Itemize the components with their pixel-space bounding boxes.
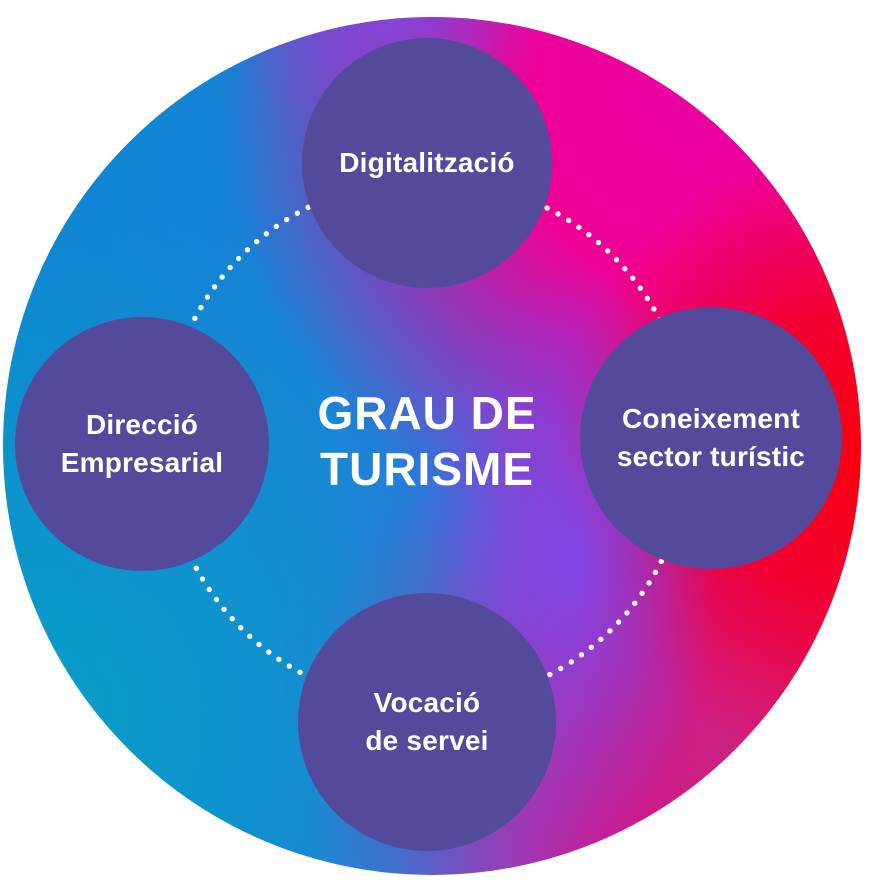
node-coneixement-label-line2: sector turístic: [616, 441, 806, 472]
node-vocacio-label-line1: Vocació: [373, 687, 481, 718]
node-direccio-empresarial: Direcció Empresarial: [15, 317, 269, 571]
node-coneixement-label-line1: Coneixement: [621, 403, 801, 434]
node-direccio-empresarial-label-line1: Direcció: [85, 409, 199, 440]
node-direccio-empresarial-label-line2: Empresarial: [60, 447, 224, 478]
node-vocacio-de-servei: Vocació de servei: [298, 593, 556, 851]
diagram-title-line2: TURISME: [320, 443, 534, 495]
node-digitalitzacio-label: Digitalització: [339, 147, 515, 178]
node-coneixement-sector-turistic: Coneixement sector turístic: [580, 307, 842, 569]
node-digitalitzacio: Digitalització: [302, 38, 552, 288]
diagram-title-line1: GRAU DE: [317, 387, 537, 439]
node-vocacio-label-line2: de servei: [365, 725, 489, 756]
diagram-title: GRAU DE TURISME: [227, 385, 627, 497]
